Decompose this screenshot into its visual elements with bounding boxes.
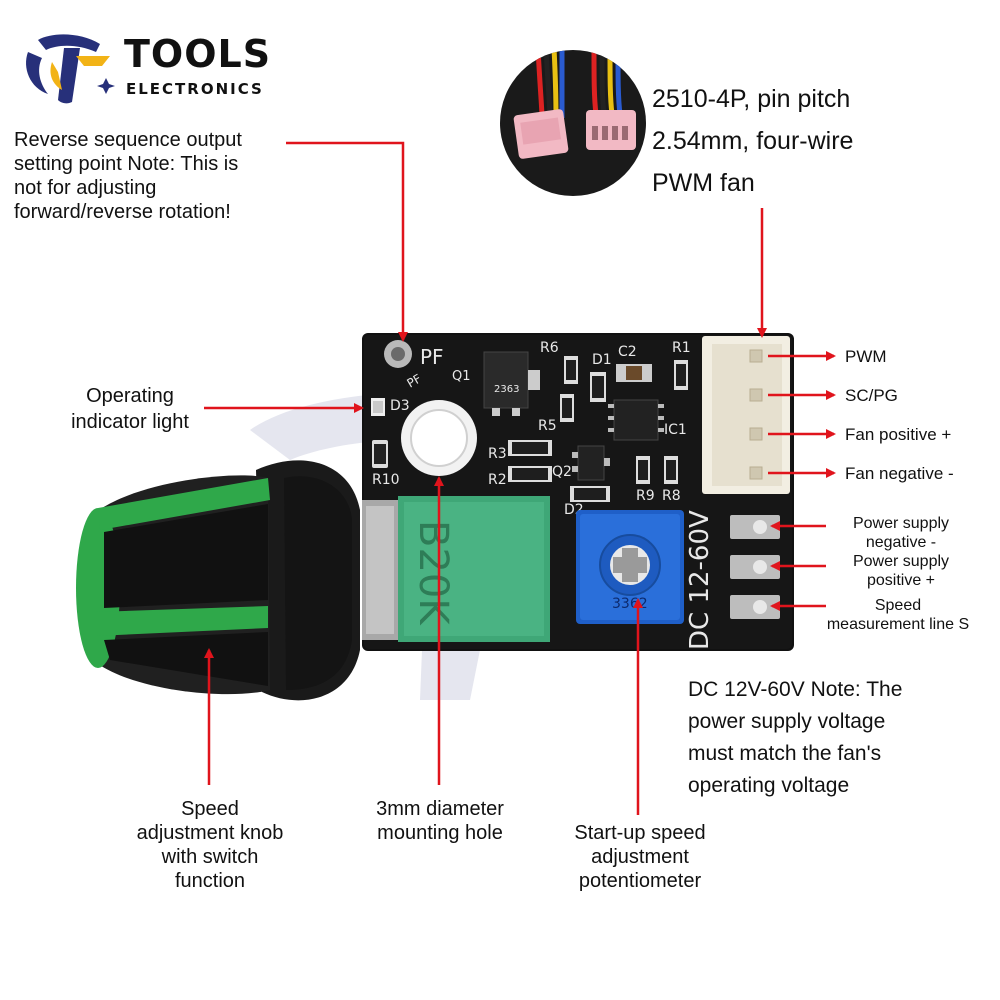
resistor-r6 bbox=[564, 356, 578, 384]
callout-line: Reverse sequence output bbox=[14, 129, 242, 151]
ref-r2: R2 bbox=[488, 472, 507, 488]
q1-marking: 2363 bbox=[494, 384, 519, 395]
callout-line: function bbox=[174, 870, 246, 892]
callout-line: Operating bbox=[86, 385, 174, 407]
speed-potentiometer-body bbox=[362, 496, 550, 642]
callout-line: indicator light bbox=[71, 411, 189, 433]
pf-silk-label: PF bbox=[420, 345, 444, 369]
resistor-r5 bbox=[560, 394, 574, 422]
resistor-r3 bbox=[508, 440, 552, 456]
fan-header-2510-4p bbox=[702, 336, 790, 494]
callout-line: must match the fan's bbox=[688, 742, 882, 765]
ref-q2: Q2 bbox=[552, 464, 572, 480]
ref-q1: Q1 bbox=[452, 369, 471, 384]
ref-r10: R10 bbox=[372, 472, 400, 488]
callout-line: DC 12V-60V Note: The bbox=[688, 678, 903, 701]
fan-pin-label-pwm: PWM bbox=[845, 347, 887, 366]
ref-c2: C2 bbox=[618, 344, 637, 360]
connector-spec-line: 2.54mm, four-wire bbox=[652, 127, 854, 155]
diode-d1 bbox=[590, 372, 606, 402]
resistor-r10 bbox=[372, 440, 388, 468]
callout-line: adjustment knob bbox=[136, 822, 284, 844]
fan-pin-label-positive: Fan positive + bbox=[845, 425, 952, 444]
ref-r8: R8 bbox=[662, 488, 681, 504]
connector-spec-line: 2510-4P, pin pitch bbox=[652, 85, 851, 113]
ref-r5: R5 bbox=[538, 418, 557, 434]
diode-d2 bbox=[570, 486, 610, 502]
speed-adjustment-knob bbox=[76, 460, 360, 701]
callout-line: Speed bbox=[181, 798, 239, 820]
mounting-hole-callout: 3mm diameter mounting hole bbox=[340, 797, 540, 845]
connector-spec: 2510-4P, pin pitch 2.54mm, four-wire PWM… bbox=[652, 78, 952, 204]
callout-line: mounting hole bbox=[377, 822, 503, 844]
brand-name: TOOLS bbox=[124, 32, 272, 76]
fan-pin-label-scpg: SC/PG bbox=[845, 386, 898, 405]
ref-r9: R9 bbox=[636, 488, 655, 504]
callout-line: Power supply bbox=[852, 553, 950, 570]
callout-line: measurement line S bbox=[826, 616, 970, 633]
callout-line: operating voltage bbox=[688, 774, 850, 797]
speed-knob-callout: Speed adjustment knob with switch functi… bbox=[100, 797, 320, 893]
operating-indicator-callout: Operating indicator light bbox=[40, 384, 220, 434]
fan-connector-photo bbox=[500, 50, 646, 196]
callout-line: forward/reverse rotation! bbox=[14, 201, 231, 223]
pot-label: B20K bbox=[410, 520, 456, 626]
resistor-r9 bbox=[636, 456, 650, 484]
callout-line: Power supply bbox=[852, 515, 950, 532]
callout-line: 3mm diameter bbox=[376, 798, 504, 820]
ic1-chip bbox=[608, 399, 664, 441]
startup-pot-callout: Start-up speed adjustment potentiometer bbox=[540, 821, 740, 893]
transistor-q1 bbox=[483, 351, 540, 416]
mounting-hole bbox=[401, 400, 477, 476]
connector-spec-line: PWM fan bbox=[652, 169, 755, 197]
callout-line: Speed bbox=[874, 597, 922, 614]
startup-speed-trimmer bbox=[576, 510, 684, 624]
transistor-q2 bbox=[572, 445, 610, 481]
callout-line: with switch bbox=[161, 846, 259, 868]
power-pin-label-negative: Power supply negative - bbox=[826, 514, 976, 552]
callout-line: not for adjusting bbox=[14, 177, 157, 199]
operating-indicator-led bbox=[371, 398, 385, 416]
ref-d1: D1 bbox=[592, 352, 612, 368]
arrow-reverse-sequence bbox=[286, 141, 408, 342]
capacitor-c2 bbox=[616, 364, 652, 382]
callout-line: positive + bbox=[866, 572, 936, 589]
fan-pin-label-negative: Fan negative - bbox=[845, 464, 954, 483]
callout-line: power supply voltage bbox=[688, 710, 886, 733]
callout-line: Start-up speed bbox=[574, 822, 706, 844]
resistor-r8 bbox=[664, 456, 678, 484]
power-pin-label-speed: Speed measurement line S bbox=[808, 596, 988, 634]
power-pin-label-positive: Power supply positive + bbox=[826, 552, 976, 590]
ref-r1: R1 bbox=[672, 340, 691, 356]
brand-subtitle: ELECTRONICS bbox=[126, 80, 264, 98]
power-pads bbox=[730, 515, 780, 619]
ref-r3: R3 bbox=[488, 446, 507, 462]
voltage-silk: DC 12-60V bbox=[685, 510, 715, 650]
brand-logo-mark bbox=[26, 34, 115, 104]
resistor-r2 bbox=[508, 466, 552, 482]
callout-line: setting point Note: This is bbox=[14, 153, 239, 175]
callout-line: negative - bbox=[865, 534, 937, 551]
resistor-r1 bbox=[674, 360, 688, 390]
brand-logo: TOOLS ELECTRONICS bbox=[18, 22, 270, 112]
callout-line: potentiometer bbox=[578, 870, 702, 892]
ref-d3: D3 bbox=[390, 398, 410, 414]
ref-r6: R6 bbox=[540, 340, 559, 356]
callout-line: adjustment bbox=[591, 846, 689, 868]
ref-ic1: IC1 bbox=[664, 422, 687, 438]
pf-silk-small: PF bbox=[405, 371, 424, 390]
pf-solder-pad bbox=[384, 340, 412, 368]
reverse-sequence-callout: Reverse sequence output setting point No… bbox=[14, 128, 304, 224]
voltage-note: DC 12V-60V Note: The power supply voltag… bbox=[688, 674, 988, 802]
